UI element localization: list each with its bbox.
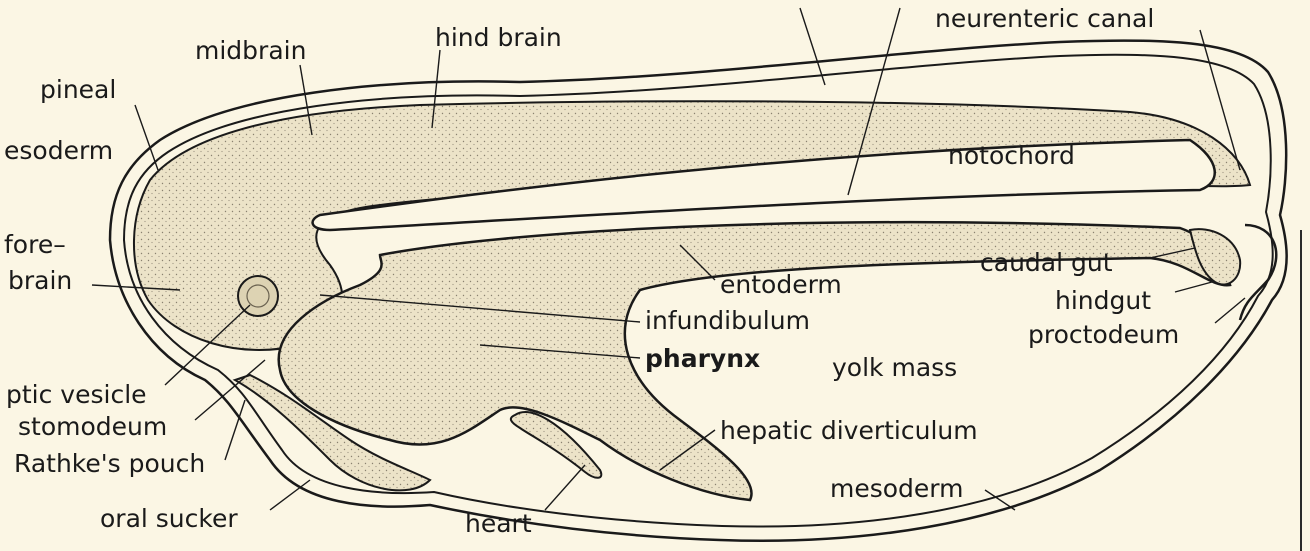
- label-yolk-mass: yolk mass: [832, 355, 957, 380]
- label-optic-vesicle: ptic vesicle: [6, 382, 147, 407]
- label-pineal: pineal: [40, 77, 116, 102]
- label-notochord: notochord: [948, 143, 1075, 168]
- label-infundibulum: infundibulum: [645, 308, 810, 333]
- label-proctodeum: proctodeum: [1028, 322, 1179, 347]
- label-midbrain: midbrain: [195, 38, 306, 63]
- label-heart: heart: [465, 511, 532, 536]
- label-oral-sucker: oral sucker: [100, 506, 238, 531]
- label-caudal-gut: caudal gut: [980, 250, 1113, 275]
- label-hindgut: hindgut: [1055, 288, 1151, 313]
- label-rathkes-pouch: Rathke's pouch: [14, 451, 205, 476]
- label-mesoderm-top: esoderm: [4, 138, 113, 163]
- label-hepatic-diverticulum: hepatic diverticulum: [720, 418, 978, 443]
- label-entoderm: entoderm: [720, 272, 842, 297]
- label-stomodeum: stomodeum: [18, 414, 167, 439]
- right-edge-line: [1300, 230, 1302, 551]
- label-forebrain-line2: brain: [8, 268, 72, 293]
- label-neurenteric-canal: neurenteric canal: [935, 6, 1154, 31]
- label-pharynx: pharynx: [645, 346, 760, 371]
- label-hind-brain: hind brain: [435, 25, 562, 50]
- label-forebrain-line1: fore–: [4, 232, 66, 257]
- label-mesoderm-bottom: mesoderm: [830, 476, 964, 501]
